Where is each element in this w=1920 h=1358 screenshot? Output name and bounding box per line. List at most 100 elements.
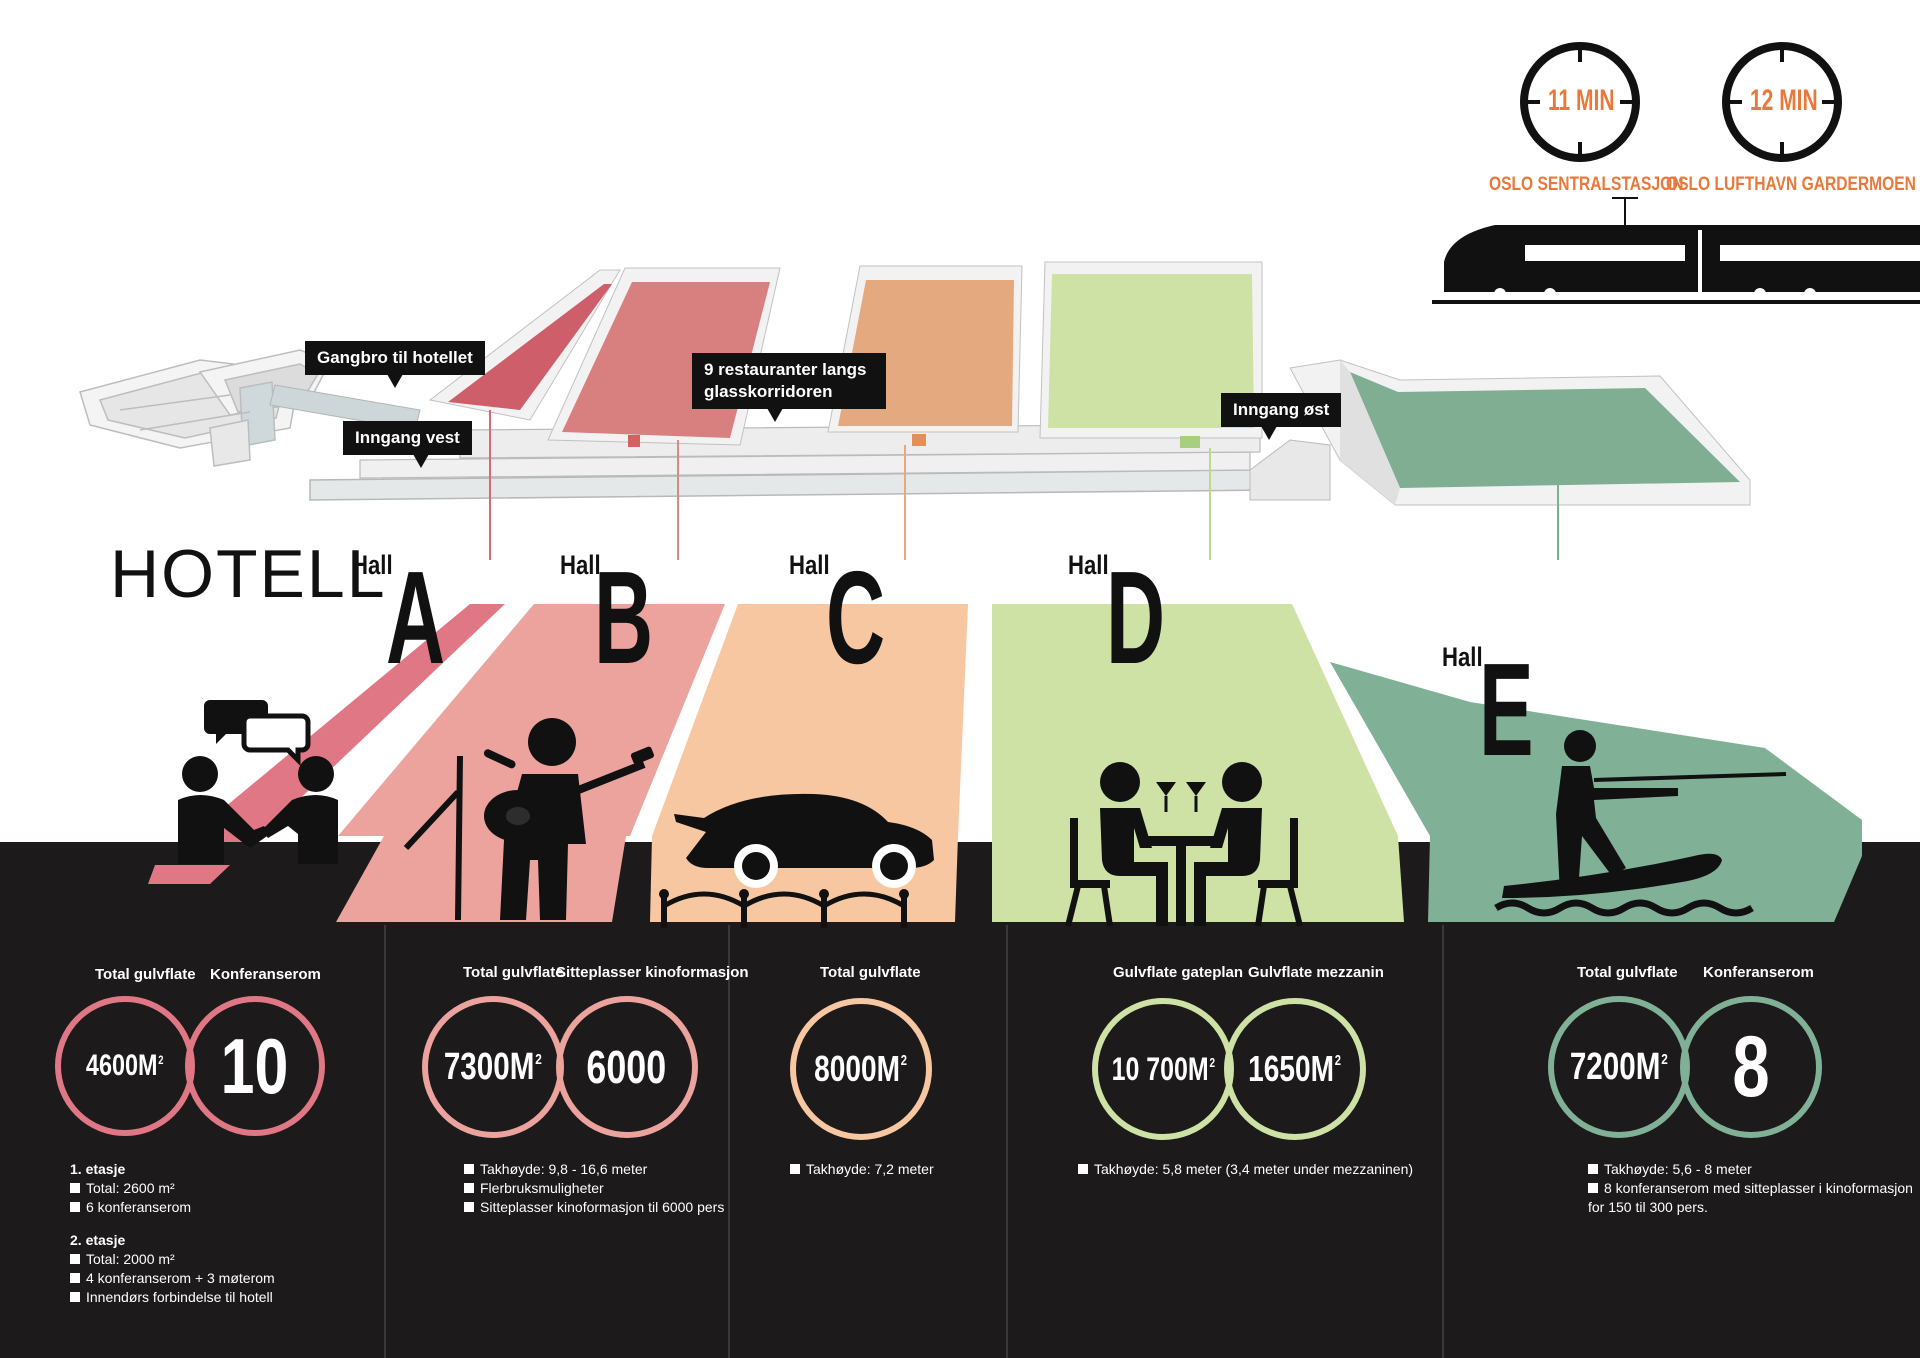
detail-heading: 2. etasje <box>70 1231 275 1250</box>
plan-hall-e <box>1289 359 1751 506</box>
bullet-square-icon <box>1588 1183 1598 1193</box>
detail-text: Flerbruksmuligheter <box>480 1180 604 1196</box>
bullet-square-icon <box>1078 1164 1088 1174</box>
stat-ring-b1: 7300M2 <box>422 996 564 1138</box>
detail-heading: 1. etasje <box>70 1160 275 1179</box>
detail-item: 4 konferanserom + 3 møterom <box>70 1269 275 1288</box>
bullet-square-icon <box>70 1183 80 1193</box>
callout-inngang-ost: Inngang øst <box>1221 393 1342 440</box>
detail-item: Takhøyde: 9,8 - 16,6 meter <box>464 1160 724 1179</box>
stat-label-e1: Total gulvflate <box>1577 964 1678 981</box>
detail-text: for 150 til 300 pers. <box>1588 1199 1708 1215</box>
hall-letter-b: B <box>594 544 654 691</box>
detail-item: Innendørs forbindelse til hotell <box>70 1288 275 1307</box>
detail-text: Takhøyde: 5,6 - 8 meter <box>1604 1161 1752 1177</box>
callout-inngang-vest: Inngang vest <box>343 421 472 468</box>
floor-plates <box>155 604 1862 865</box>
bullet-square-icon <box>70 1292 80 1302</box>
detail-text: Takhøyde: 7,2 meter <box>806 1161 934 1177</box>
detail-item: Flerbruksmuligheter <box>464 1179 724 1198</box>
detail-item: 6 konferanserom <box>70 1198 275 1217</box>
hotell-label: HOTELL <box>110 536 387 612</box>
detail-item: Total: 2000 m² <box>70 1250 275 1269</box>
detail-item: Total: 2600 m² <box>70 1179 275 1198</box>
detail-text: 4 konferanserom + 3 møterom <box>86 1270 275 1286</box>
stat-label-e2: Konferanserom <box>1703 964 1814 981</box>
detail-text: 1. etasje <box>70 1161 126 1177</box>
bullet-square-icon <box>790 1164 800 1174</box>
wakeboard-icon <box>1494 730 1787 917</box>
hall-word-a: Hall <box>352 550 393 580</box>
stat-ring-e1: 7200M2 <box>1548 996 1690 1138</box>
floor-plate-a <box>155 604 505 865</box>
column-divider <box>1006 925 1008 1358</box>
clock-time-1: 11 MIN <box>1548 84 1615 117</box>
detail-text: Total: 2600 m² <box>86 1180 175 1196</box>
floor-plate-b <box>338 604 725 836</box>
detail-text: Takhøyde: 9,8 - 16,6 meter <box>480 1161 648 1177</box>
floor-plate-d <box>992 604 1398 836</box>
details-hall-e: Takhøyde: 5,6 - 8 meter 8 konferanserom m… <box>1588 1160 1913 1217</box>
floor-plate-e <box>1330 662 1862 836</box>
guitarist-icon <box>403 718 654 920</box>
stat-label-b1: Total gulvflate <box>463 964 564 981</box>
hall-word-e: Hall <box>1442 642 1483 672</box>
hall-word-b: Hall <box>560 550 601 580</box>
detail-gap <box>70 1217 275 1231</box>
train-icon <box>1432 197 1920 304</box>
plan-hall-d <box>1039 261 1263 448</box>
detail-text: Total: 2000 m² <box>86 1251 175 1267</box>
bullet-square-icon <box>464 1202 474 1212</box>
transport-panel <box>1432 42 1920 304</box>
bullet-square-icon <box>70 1202 80 1212</box>
stat-ring-d2: 1650M2 <box>1224 998 1366 1140</box>
stat-label-d2: Gulvflate mezzanin <box>1248 964 1384 981</box>
stat-label-a2: Konferanserom <box>210 966 321 983</box>
detail-text: Innendørs forbindelse til hotell <box>86 1289 273 1305</box>
stat-ring-a1: 4600M2 <box>55 996 195 1136</box>
cocktail-table-icon <box>1065 762 1303 926</box>
bullet-square-icon <box>70 1254 80 1264</box>
detail-text: Takhøyde: 5,8 meter (3,4 meter under mez… <box>1094 1161 1414 1177</box>
stat-ring-c1: 8000M2 <box>790 998 932 1140</box>
clock-time-2: 12 MIN <box>1750 84 1818 117</box>
stat-label-a1: Total gulvflate <box>95 966 196 983</box>
detail-item: for 150 til 300 pers. <box>1588 1198 1913 1217</box>
detail-text: Sitteplasser kinoformasjon til 6000 pers <box>480 1199 725 1215</box>
detail-item: Sitteplasser kinoformasjon til 6000 pers <box>464 1198 724 1217</box>
hall-letter-a: A <box>386 544 446 691</box>
hall-letter-c: C <box>826 544 886 691</box>
floor-plate-c <box>652 604 968 836</box>
callout-restauranter: 9 restauranter langs glasskorridoren <box>692 353 886 422</box>
bullet-square-icon <box>464 1164 474 1174</box>
clock-icon <box>1722 42 1842 162</box>
stat-ring-e2: 8 <box>1680 996 1822 1138</box>
column-divider <box>1442 925 1444 1358</box>
detail-item: Takhøyde: 5,6 - 8 meter <box>1588 1160 1913 1179</box>
hall-letter-d: D <box>1106 544 1166 691</box>
hall-word-d: Hall <box>1068 550 1109 580</box>
stat-ring-a2: 10 <box>185 996 325 1136</box>
detail-item: Takhøyde: 5,8 meter (3,4 meter under mez… <box>1078 1160 1413 1179</box>
column-divider <box>728 925 730 1358</box>
clock-label-1: OSLO SENTRALSTASJON <box>1489 174 1684 195</box>
detail-text: 2. etasje <box>70 1232 126 1248</box>
detail-text: 8 konferanserom med sitteplasser i kinof… <box>1604 1180 1913 1196</box>
bullet-square-icon <box>70 1273 80 1283</box>
callout-gangbro: Gangbro til hotellet <box>305 341 485 388</box>
stat-ring-b2: 6000 <box>556 996 698 1138</box>
hall-word-c: Hall <box>789 550 830 580</box>
details-hall-d: Takhøyde: 5,8 meter (3,4 meter under mez… <box>1078 1160 1413 1179</box>
clock-label-2: OSLO LUFTHAVN GARDERMOEN <box>1666 174 1916 195</box>
bullet-square-icon <box>1588 1164 1598 1174</box>
detail-item: 8 konferanserom med sitteplasser i kinof… <box>1588 1179 1913 1198</box>
plan-hall-a <box>428 269 621 421</box>
detail-item: Takhøyde: 7,2 meter <box>790 1160 934 1179</box>
clock-icon <box>1520 42 1640 162</box>
stat-label-b2: Sitteplasser kinoformasjon <box>556 964 749 981</box>
car-exhibit-icon <box>659 793 934 928</box>
column-divider <box>384 925 386 1358</box>
handshake-icon <box>178 700 338 864</box>
